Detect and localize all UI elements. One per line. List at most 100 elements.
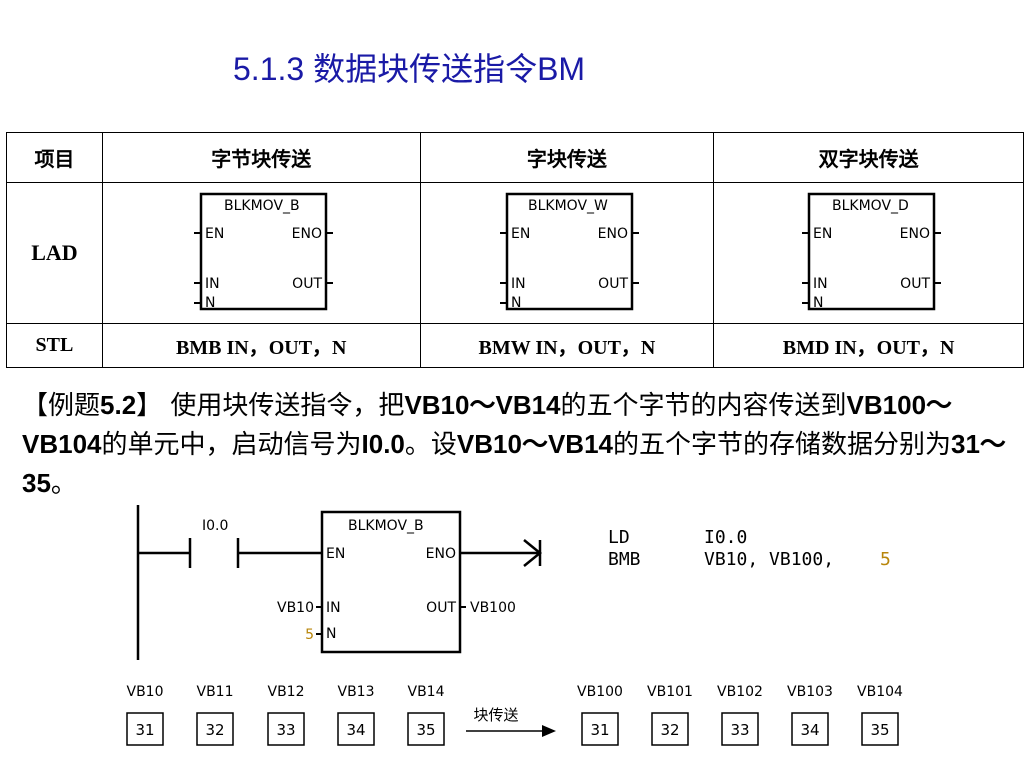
stl-code: LD I0.0 BMB VB10, VB100, 5 bbox=[608, 527, 891, 570]
source-cell bbox=[267, 712, 305, 746]
pin-out: OUT bbox=[426, 600, 456, 616]
pin-n: N bbox=[813, 295, 823, 311]
dest-cell bbox=[721, 712, 759, 746]
dest-cell bbox=[861, 712, 899, 746]
stl-word: BMW IN，OUT，N bbox=[419, 323, 715, 368]
header-dword-block: 双字块传送 bbox=[713, 132, 1024, 183]
contact-label: I0.0 bbox=[202, 518, 228, 534]
box-name: BLKMOV_W bbox=[528, 198, 608, 214]
dest-label: VB102 bbox=[717, 684, 763, 700]
box-name: BLKMOV_B bbox=[224, 198, 300, 214]
source-value: 35 bbox=[416, 721, 435, 739]
stl-op-bmb: BMB bbox=[608, 549, 641, 570]
dest-value: 31 bbox=[590, 721, 609, 739]
blkmov-w-box: BLKMOV_W EN ENO IN OUT N bbox=[499, 192, 639, 311]
pin-in: IN bbox=[511, 276, 526, 292]
stl-op-ld: LD bbox=[608, 527, 630, 548]
source-label: VB10 bbox=[127, 684, 164, 700]
block-transfer-label: 块传送 bbox=[473, 706, 518, 724]
source-label: VB14 bbox=[408, 684, 445, 700]
box-name: BLKMOV_B bbox=[348, 518, 424, 534]
block-move-table: 项目 字节块传送 字块传送 双字块传送 LAD BLKMOV_B EN ENO … bbox=[6, 132, 1024, 368]
dest-label: VB104 bbox=[857, 684, 903, 700]
pin-out: OUT bbox=[292, 276, 322, 292]
pin-en: EN bbox=[326, 546, 345, 562]
example-text: 【例题5.2】 使用块传送指令，把VB10～VB14的五个字节的内容传送到VB1… bbox=[22, 386, 1012, 503]
pin-n: N bbox=[205, 295, 215, 311]
row-label-stl: STL bbox=[6, 323, 103, 368]
source-cell bbox=[196, 712, 234, 746]
pin-n: N bbox=[511, 295, 521, 311]
pin-eno: ENO bbox=[899, 226, 929, 242]
pin-en: EN bbox=[813, 226, 832, 242]
pin-eno: ENO bbox=[292, 226, 322, 242]
source-value: 32 bbox=[205, 721, 224, 739]
source-value: 34 bbox=[346, 721, 365, 739]
slide-title: 5.1.3 数据块传送指令BM bbox=[233, 51, 586, 87]
pin-eno: ENO bbox=[426, 546, 456, 562]
example-text-part: 的五个字节的内容传送到 bbox=[560, 391, 847, 421]
source-value: 33 bbox=[276, 721, 295, 739]
dest-value: 32 bbox=[660, 721, 679, 739]
dest-value: 34 bbox=[800, 721, 819, 739]
blkmov-d-box: BLKMOV_D EN ENO IN OUT N bbox=[801, 192, 941, 311]
dest-value: 35 bbox=[870, 721, 889, 739]
stl-arg-bmb: VB10, VB100, bbox=[704, 549, 834, 570]
pin-eno: ENO bbox=[598, 226, 628, 242]
memory-transfer-diagram: VB10 VB11 VB12 VB13 VB14 VB100 VB101 VB1… bbox=[126, 684, 903, 746]
dest-label: VB100 bbox=[577, 684, 623, 700]
example-source-range: VB10～VB14 bbox=[404, 390, 561, 420]
stl-arg-n: 5 bbox=[880, 549, 891, 570]
dest-cell bbox=[581, 712, 619, 746]
stl-arg-ld: I0.0 bbox=[704, 527, 747, 548]
source-label: VB13 bbox=[338, 684, 375, 700]
example-source-range: VB10～VB14 bbox=[456, 429, 613, 459]
example-text-part: 】 使用块传送指令，把 bbox=[136, 391, 405, 421]
header-item: 项目 bbox=[6, 132, 103, 183]
lad-cell-byte: BLKMOV_B EN ENO IN OUT N bbox=[101, 182, 421, 324]
in-operand: VB10 bbox=[277, 600, 314, 616]
dest-cell bbox=[791, 712, 829, 746]
pin-out: OUT bbox=[900, 276, 930, 292]
dest-label: VB101 bbox=[647, 684, 693, 700]
lad-cell-word: BLKMOV_W EN ENO IN OUT N bbox=[419, 182, 715, 324]
box-name: BLKMOV_D bbox=[832, 198, 909, 214]
example-values-range: 31～35 bbox=[22, 429, 1006, 498]
row-label-lad: LAD bbox=[6, 182, 103, 324]
source-value: 31 bbox=[135, 721, 154, 739]
example-bracket-open: 【例题 bbox=[22, 391, 101, 421]
pin-in: IN bbox=[813, 276, 828, 292]
source-label: VB12 bbox=[268, 684, 305, 700]
example-text-part: 。设 bbox=[404, 430, 457, 460]
pin-n: N bbox=[326, 626, 336, 642]
out-operand: VB100 bbox=[470, 600, 516, 616]
pin-in: IN bbox=[326, 600, 341, 616]
pin-in: IN bbox=[205, 276, 220, 292]
pin-out: OUT bbox=[598, 276, 628, 292]
source-cell bbox=[337, 712, 375, 746]
dest-value: 33 bbox=[730, 721, 749, 739]
ladder-diagram: I0.0 BLKMOV_B EN ENO IN OUT N VB10 VB100… bbox=[136, 505, 542, 660]
example-start-signal: I0.0 bbox=[361, 429, 405, 459]
stl-dword: BMD IN，OUT，N bbox=[713, 323, 1024, 368]
dest-cell bbox=[651, 712, 689, 746]
source-label: VB11 bbox=[197, 684, 234, 700]
pin-en: EN bbox=[205, 226, 224, 242]
header-word-block: 字块传送 bbox=[419, 132, 715, 183]
example-text-part: 。 bbox=[50, 469, 77, 499]
example-number: 5.2 bbox=[100, 390, 137, 420]
dest-label: VB103 bbox=[787, 684, 833, 700]
header-byte-block: 字节块传送 bbox=[101, 132, 421, 183]
n-operand: 5 bbox=[305, 627, 314, 643]
example-text-part: 的五个字节的存储数据分别为 bbox=[612, 430, 951, 460]
source-cell bbox=[126, 712, 164, 746]
blkmov-box bbox=[320, 510, 462, 654]
source-cell bbox=[407, 712, 445, 746]
lad-cell-dword: BLKMOV_D EN ENO IN OUT N bbox=[713, 182, 1024, 324]
blkmov-b-box: BLKMOV_B EN ENO IN OUT N bbox=[194, 192, 334, 311]
transfer-arrowhead-icon bbox=[542, 725, 556, 737]
pin-en: EN bbox=[511, 226, 530, 242]
example-dest-range: VB100～VB104 bbox=[22, 390, 953, 459]
example-text-part: 的单元中，启动信号为 bbox=[101, 430, 362, 460]
stl-byte: BMB IN，OUT，N bbox=[101, 323, 421, 368]
